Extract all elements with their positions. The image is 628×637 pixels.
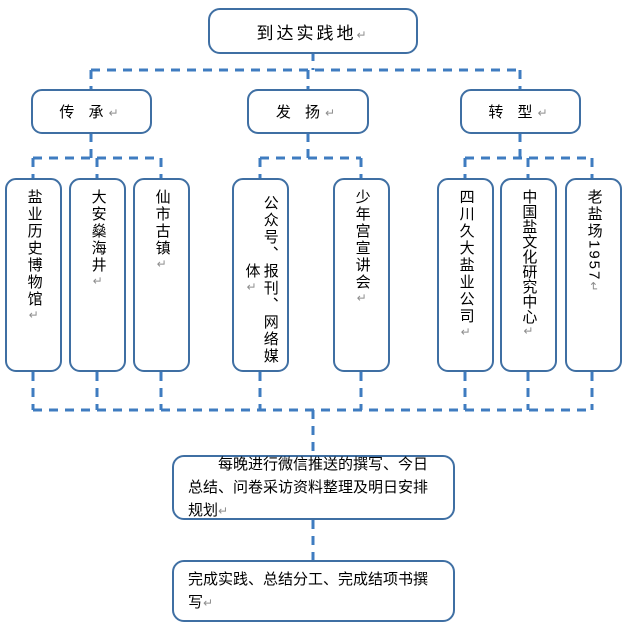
node-leaf-laoyanchang[interactable]: 老盐场1957↵ <box>565 178 622 372</box>
node-summary-daily-label: 每晚进行微信推送的撰写、今日总结、问卷采访资料整理及明日安排规划↵ <box>188 455 429 520</box>
return-mark: ↵ <box>90 274 105 290</box>
return-mark: ↵ <box>218 504 229 519</box>
node-leaf-jiuda[interactable]: 四川久大盐业公司↵ <box>437 178 494 372</box>
node-leaf-media[interactable]: 公众号、报刊、网络媒体↵ <box>232 178 289 372</box>
return-mark: ↵ <box>356 27 370 42</box>
node-category-fayang[interactable]: 发 扬↵ <box>247 89 369 134</box>
return-mark: ↵ <box>354 291 369 307</box>
return-mark: ↵ <box>154 257 169 273</box>
node-category-zhuanxing-label: 转 型↵ <box>488 104 553 121</box>
return-mark: ↵ <box>244 280 259 296</box>
return-mark: ↵ <box>537 106 553 120</box>
return-mark: ↵ <box>108 106 124 120</box>
node-category-chuancheng-label: 传 承↵ <box>59 104 124 121</box>
node-root[interactable]: 到达实践地↵ <box>208 8 418 54</box>
node-category-fayang-label: 发 扬↵ <box>275 104 341 121</box>
return-mark: ↵ <box>586 281 601 294</box>
node-leaf-media-label: 公众号、报刊、网络媒体↵ <box>243 194 279 365</box>
node-leaf-yanye-museum[interactable]: 盐业历史博物馆↵ <box>5 178 62 372</box>
node-category-zhuanxing[interactable]: 转 型↵ <box>460 89 581 134</box>
return-mark: ↵ <box>325 106 341 120</box>
node-leaf-xianshi-guzhen[interactable]: 仙市古镇↵ <box>133 178 190 372</box>
node-leaf-yanwenhua[interactable]: 中国盐文化研究中心↵ <box>500 178 557 372</box>
node-leaf-jiuda-label: 四川久大盐业公司↵ <box>457 189 475 341</box>
node-summary-daily[interactable]: 每晚进行微信推送的撰写、今日总结、问卷采访资料整理及明日安排规划↵ <box>172 455 455 520</box>
node-leaf-xianshi-guzhen-label: 仙市古镇↵ <box>153 189 171 273</box>
node-final-wrapup[interactable]: 完成实践、总结分工、完成结项书撰写↵ <box>172 560 455 622</box>
node-leaf-daan-shenhaijing-label: 大安燊海井↵ <box>89 189 107 290</box>
node-root-label: 到达实践地↵ <box>256 23 370 43</box>
return-mark: ↵ <box>26 308 41 324</box>
node-final-wrapup-label: 完成实践、总结分工、完成结项书撰写↵ <box>188 570 429 611</box>
node-leaf-shaoniangong-label: 少年宫宣讲会↵ <box>353 189 371 307</box>
node-leaf-laoyanchang-label: 老盐场1957↵ <box>585 189 603 294</box>
node-leaf-yanwenhua-label: 中国盐文化研究中心↵ <box>520 189 538 338</box>
node-leaf-yanye-museum-label: 盐业历史博物馆↵ <box>25 189 43 324</box>
node-leaf-daan-shenhaijing[interactable]: 大安燊海井↵ <box>69 178 126 372</box>
node-leaf-shaoniangong[interactable]: 少年宫宣讲会↵ <box>333 178 390 372</box>
return-mark: ↵ <box>458 325 473 341</box>
return-mark: ↵ <box>203 596 214 610</box>
return-mark: ↵ <box>521 324 536 338</box>
node-category-chuancheng[interactable]: 传 承↵ <box>31 89 152 134</box>
